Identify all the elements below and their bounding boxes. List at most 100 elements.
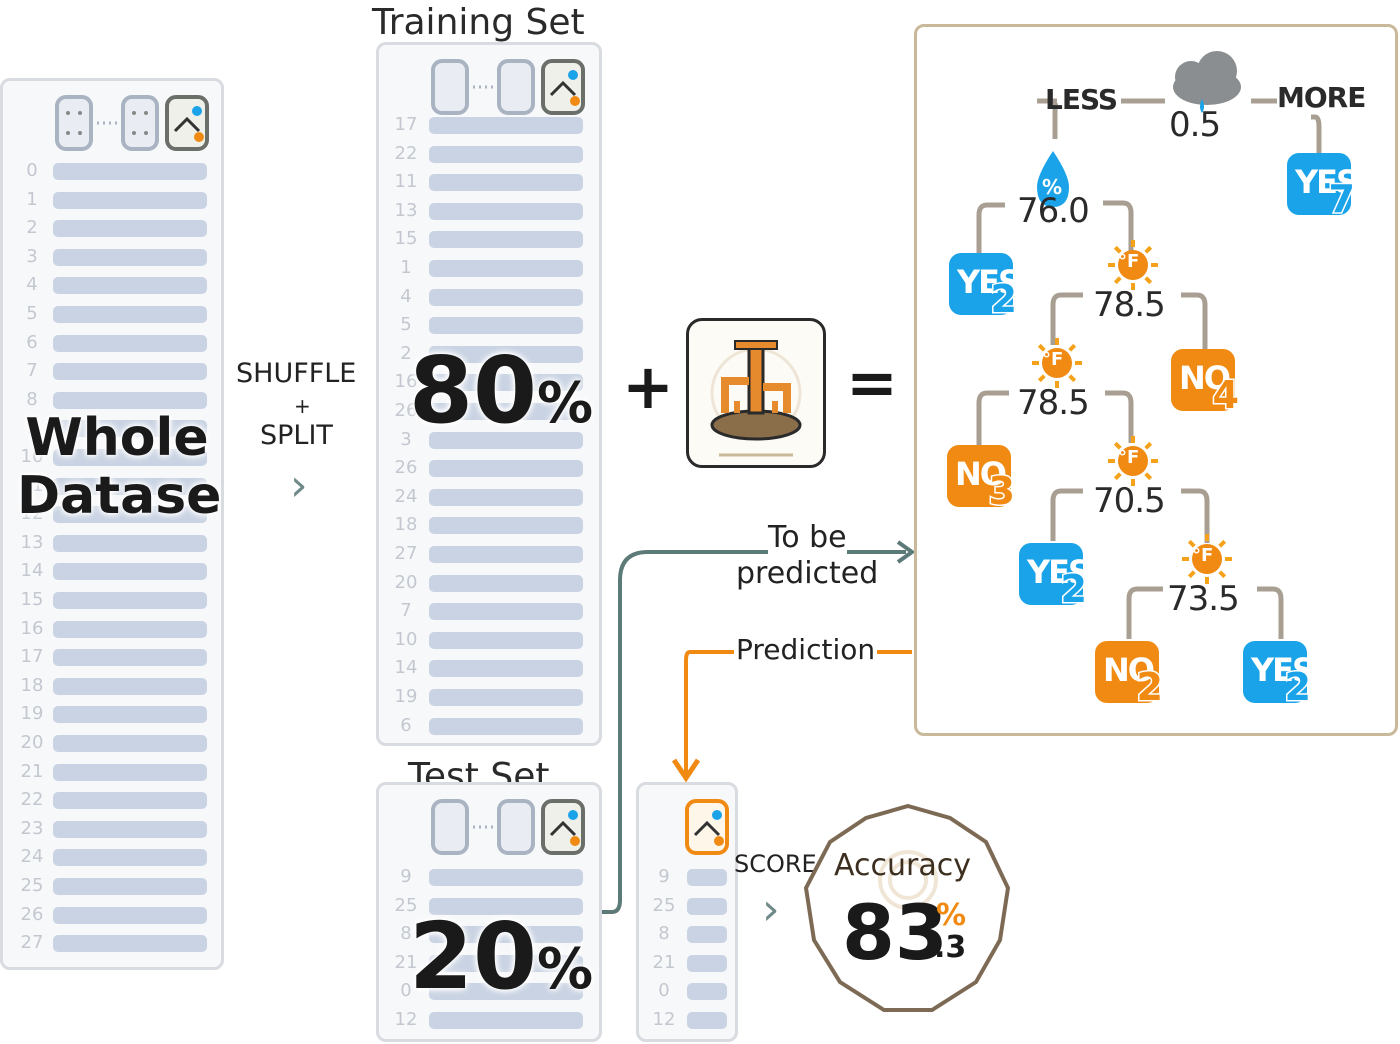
row-index: 0 — [658, 980, 670, 1002]
table-row — [429, 897, 583, 915]
table-row — [53, 191, 207, 209]
leaf-label: NO — [1103, 651, 1155, 689]
table-row — [53, 363, 207, 381]
root-threshold: 0.5 — [1169, 105, 1221, 145]
table-row — [53, 563, 207, 581]
whole-title-line1: Whole — [25, 408, 209, 468]
accuracy-percent: % — [936, 898, 967, 933]
sun-thermometer-icon — [1032, 338, 1082, 388]
table-row — [429, 231, 583, 249]
table-row — [429, 345, 583, 363]
prediction-label: Prediction — [734, 633, 878, 666]
whole-dataset-title: Whole Dataset — [17, 408, 221, 525]
row-index: 26 — [20, 903, 44, 925]
row-index: 16 — [20, 617, 44, 639]
row-index: 12 — [394, 1009, 418, 1030]
row-index: 12 — [652, 1009, 676, 1030]
test-columns-icon — [431, 799, 585, 855]
row-index: 4 — [400, 285, 412, 307]
table-row — [429, 603, 583, 621]
algorithm-card — [686, 318, 826, 468]
table-row — [53, 763, 207, 781]
row-index: 0 — [400, 980, 412, 1002]
sun-thermometer-icon — [1108, 436, 1158, 486]
sun-thermometer-icon — [1108, 240, 1158, 290]
target-column-icon — [685, 799, 729, 855]
row-index: 9 — [26, 417, 38, 439]
shuffle-arrow: › — [290, 460, 308, 511]
table-row — [53, 649, 207, 667]
row-index: 20 — [20, 732, 44, 753]
training-set-title: Training Set — [372, 2, 585, 43]
row-index: 1 — [400, 257, 412, 278]
table-row — [429, 403, 583, 420]
row-index: 21 — [20, 760, 44, 782]
leaf-count: 2 — [1283, 664, 1313, 711]
tree-edges — [976, 51, 1322, 639]
table-row — [687, 926, 727, 944]
sun-thermometer-icon — [1182, 534, 1232, 584]
row-index: 2 — [26, 217, 38, 239]
row-index: 12 — [20, 503, 44, 525]
table-row — [429, 117, 583, 134]
row-index: 7 — [400, 600, 412, 622]
score-arrow: › — [762, 884, 780, 935]
table-row — [53, 849, 207, 867]
table-row — [429, 954, 583, 972]
table-row — [429, 317, 583, 335]
row-index: 18 — [394, 514, 418, 536]
leaf-label: YES — [1295, 163, 1359, 201]
row-index: 10 — [394, 628, 418, 650]
table-row — [53, 477, 207, 495]
to-be-predicted-label-2: predicted — [736, 556, 879, 591]
table-row — [429, 926, 583, 944]
table-row — [53, 506, 207, 524]
leaf-label: YES — [1251, 651, 1315, 689]
table-row — [687, 1012, 727, 1029]
leaf-count: 3 — [987, 468, 1017, 515]
table-row — [53, 420, 207, 438]
test-percent-value: 20 — [409, 903, 538, 1010]
table-row — [429, 689, 583, 706]
row-index: 22 — [20, 789, 44, 811]
table-row — [53, 735, 207, 752]
row-index: 26 — [394, 400, 418, 421]
leaf-count: 2 — [1059, 566, 1089, 613]
row-index: 17 — [20, 646, 44, 668]
accuracy-decimal: .3 — [934, 930, 967, 965]
table-row — [53, 935, 207, 953]
row-index: 25 — [652, 894, 676, 916]
training-columns-icon — [431, 59, 585, 115]
temperature-unit: °F — [1042, 349, 1064, 370]
tree-node-threshold: 78.5 — [1093, 285, 1166, 325]
table-row — [429, 717, 583, 735]
table-row — [429, 488, 583, 506]
table-row — [429, 517, 583, 535]
humidity-symbol: % — [1042, 175, 1063, 199]
table-row — [53, 792, 207, 810]
table-row — [53, 620, 207, 638]
leaf-label: NO — [1179, 359, 1231, 397]
row-index: 16 — [394, 371, 418, 393]
to-be-predicted-label-1: To be — [768, 520, 847, 555]
row-index: 23 — [20, 817, 44, 839]
table-row — [429, 546, 583, 563]
row-index: 14 — [20, 560, 44, 582]
tree-node-threshold: 73.5 — [1167, 579, 1240, 619]
row-index: 15 — [394, 228, 418, 250]
accuracy-badge — [803, 803, 1011, 1012]
row-index: 3 — [26, 245, 38, 267]
row-index: 13 — [20, 531, 44, 553]
row-index: 21 — [394, 951, 418, 973]
table-row — [53, 277, 207, 295]
accuracy-value: 83 — [842, 888, 948, 977]
table-row — [429, 983, 583, 1001]
temperature-unit: °F — [1118, 447, 1140, 468]
row-index: 11 — [20, 474, 44, 496]
